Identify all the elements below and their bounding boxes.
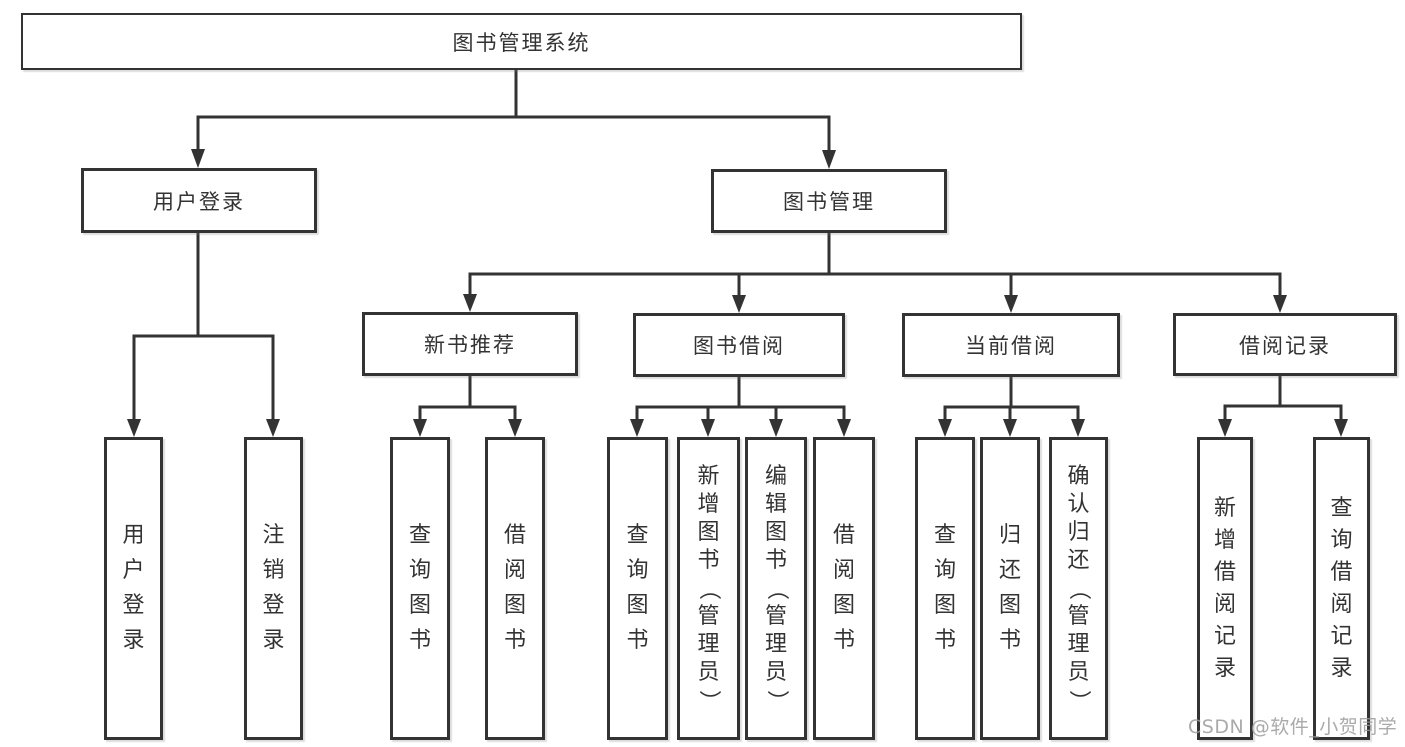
node-book-management: 图书管理 [711, 169, 947, 233]
vertical-char: 员 [697, 659, 720, 685]
vertical-char: 认 [1067, 491, 1090, 517]
vertical-char: 辑 [764, 491, 787, 517]
watermark: CSDN @软件_小贺同学 [1188, 716, 1398, 738]
vertical-char: 录 [262, 628, 285, 653]
vertical-char: 图 [626, 593, 649, 618]
vertical-char: 查 [1330, 495, 1353, 521]
node-borrow-record: 借阅记录 [1173, 313, 1397, 376]
leaf-query-borrow-record: 查询借阅记录 [1313, 437, 1370, 740]
vertical-char: 书 [764, 547, 787, 573]
vertical-char: 录 [1213, 655, 1236, 681]
vertical-char: 理 [764, 631, 787, 657]
vertical-char: 理 [697, 631, 720, 657]
vertical-char: ） [763, 689, 789, 712]
vertical-char: 图 [764, 519, 787, 545]
vertical-char: 借 [1213, 559, 1236, 585]
leaf-borrow-book-recommend: 借阅图书 [485, 437, 545, 740]
leaf-query-book-borrow: 查询图书 [607, 437, 668, 740]
vertical-char: 新 [1213, 495, 1236, 521]
vertical-char: 书 [998, 628, 1021, 653]
vertical-char: 管 [697, 603, 720, 629]
vertical-char: 注 [262, 523, 285, 548]
vertical-char: 阅 [503, 558, 526, 583]
vertical-char: 书 [408, 628, 431, 653]
vertical-char: 确 [1067, 463, 1090, 489]
vertical-char: 书 [626, 628, 649, 653]
vertical-char: 图 [503, 593, 526, 618]
leaf-logout: 注销登录 [244, 437, 303, 740]
vertical-char: （ [696, 577, 722, 600]
vertical-char: 新 [697, 463, 720, 489]
vertical-char: 销 [262, 558, 285, 583]
vertical-char: 图 [933, 593, 956, 618]
leaf-return-book: 归还图书 [980, 437, 1040, 740]
vertical-char: 记 [1213, 623, 1236, 649]
node-root: 图书管理系统 [21, 13, 1022, 70]
vertical-char: 图 [408, 593, 431, 618]
vertical-char: 用 [122, 523, 145, 548]
vertical-char: 归 [998, 523, 1021, 548]
vertical-char: 管 [1067, 603, 1090, 629]
leaf-query-book-current: 查询图书 [915, 437, 975, 740]
vertical-char: 编 [764, 463, 787, 489]
vertical-char: 理 [1067, 631, 1090, 657]
vertical-char: 询 [408, 558, 431, 583]
vertical-char: 询 [933, 558, 956, 583]
vertical-char: 书 [832, 628, 855, 653]
vertical-char: ） [1066, 689, 1092, 712]
vertical-char: 阅 [1213, 591, 1236, 617]
vertical-char: （ [1066, 577, 1092, 600]
leaf-borrow-book: 借阅图书 [813, 437, 875, 740]
vertical-char: 增 [1213, 527, 1236, 553]
vertical-char: 管 [764, 603, 787, 629]
node-book-borrow: 图书借阅 [633, 313, 845, 377]
vertical-char: （ [763, 577, 789, 600]
vertical-char: 借 [1330, 559, 1353, 585]
vertical-char: 书 [503, 628, 526, 653]
leaf-add-book-admin: 新增图书 （ 管理员 ） [677, 437, 740, 740]
vertical-char: 借 [503, 523, 526, 548]
vertical-char: 图 [998, 593, 1021, 618]
vertical-char: 借 [832, 523, 855, 548]
vertical-char: 员 [764, 659, 787, 685]
vertical-char: ） [696, 689, 722, 712]
node-new-book-recommend: 新书推荐 [362, 312, 578, 376]
leaf-user-login: 用户登录 [104, 437, 163, 740]
vertical-char: 登 [262, 593, 285, 618]
leaf-add-borrow-record: 新增借阅记录 [1197, 437, 1253, 740]
vertical-char: 书 [933, 628, 956, 653]
vertical-char: 询 [1330, 527, 1353, 553]
vertical-char: 户 [122, 558, 145, 583]
vertical-char: 询 [626, 558, 649, 583]
leaf-query-book-recommend: 查询图书 [390, 437, 450, 740]
vertical-char: 图 [697, 519, 720, 545]
vertical-char: 员 [1067, 659, 1090, 685]
leaf-confirm-return-admin: 确认归还 （ 管理员 ） [1049, 437, 1108, 740]
vertical-char: 记 [1330, 623, 1353, 649]
vertical-char: 查 [933, 523, 956, 548]
vertical-char: 阅 [1330, 591, 1353, 617]
node-current-borrow: 当前借阅 [902, 313, 1120, 377]
vertical-char: 查 [626, 523, 649, 548]
node-user-login: 用户登录 [81, 168, 317, 233]
leaf-edit-book-admin: 编辑图书 （ 管理员 ） [745, 437, 807, 740]
vertical-char: 阅 [832, 558, 855, 583]
vertical-char: 录 [122, 628, 145, 653]
vertical-char: 还 [998, 558, 1021, 583]
vertical-char: 归 [1067, 519, 1090, 545]
vertical-char: 还 [1067, 547, 1090, 573]
vertical-char: 图 [832, 593, 855, 618]
vertical-char: 录 [1330, 655, 1353, 681]
vertical-char: 登 [122, 593, 145, 618]
vertical-char: 查 [408, 523, 431, 548]
vertical-char: 增 [697, 491, 720, 517]
vertical-char: 书 [697, 547, 720, 573]
